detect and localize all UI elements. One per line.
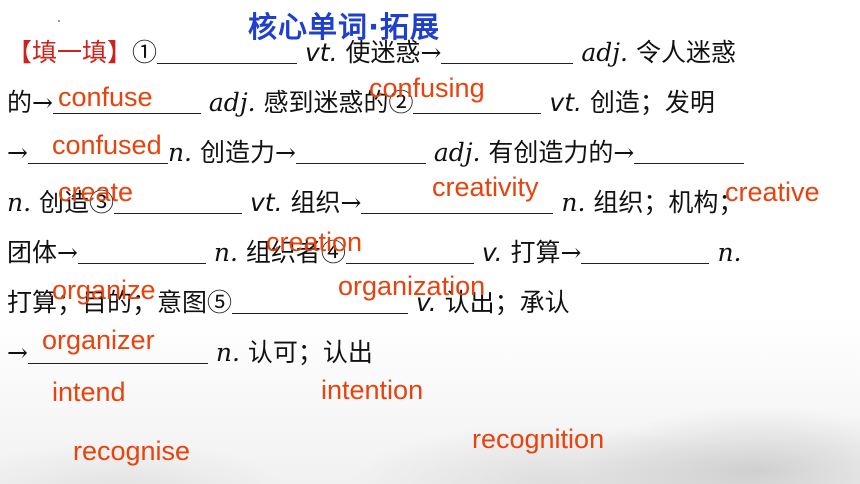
answer-confused: confused bbox=[52, 130, 162, 160]
answer-organization: organization bbox=[338, 271, 486, 301]
text-line-3: →n. 创造力→ adj. 有创造力的→ bbox=[7, 136, 745, 170]
blank-8[interactable] bbox=[114, 189, 243, 214]
answer-recognise: recognise bbox=[73, 436, 191, 466]
blank-7[interactable] bbox=[634, 139, 745, 164]
text-line-7: → n. 认可；认出 bbox=[7, 338, 373, 367]
text-line-5: 团体→ n. 组织者④ v. 打算→ n. bbox=[7, 238, 742, 267]
blank-5[interactable] bbox=[27, 139, 168, 164]
blank-1[interactable] bbox=[157, 39, 298, 64]
instruction-label: 【填一填】 bbox=[7, 38, 133, 67]
answer-recognition: recognition bbox=[472, 424, 605, 454]
blank-3[interactable] bbox=[52, 89, 201, 114]
blank-12[interactable] bbox=[581, 239, 710, 264]
answer-organizer: organizer bbox=[42, 325, 155, 355]
text-line-1: 【填一填】① vt. 使迷惑→ adj. 令人迷惑 bbox=[7, 38, 736, 67]
blank-13[interactable] bbox=[232, 289, 409, 314]
answer-creative: creative bbox=[725, 177, 820, 207]
answer-creativity: creativity bbox=[432, 172, 539, 202]
answer-organize: organize bbox=[52, 275, 156, 305]
blank-4[interactable] bbox=[413, 89, 542, 114]
text-line-4: n. 创造③ vt. 组织→ n. 组织；机构； bbox=[7, 188, 744, 217]
dot-mark bbox=[58, 20, 60, 22]
text-line-6: 打算；目的；意图⑤ v. 认出；承认 bbox=[7, 288, 570, 317]
answer-confuse: confuse bbox=[58, 82, 153, 112]
answer-confusing: confusing bbox=[369, 73, 485, 103]
blank-9[interactable] bbox=[361, 189, 554, 214]
answer-intention: intention bbox=[321, 375, 424, 405]
answer-create: create bbox=[58, 177, 134, 207]
blank-11[interactable] bbox=[345, 239, 474, 264]
blank-10[interactable] bbox=[77, 239, 206, 264]
blank-14[interactable] bbox=[27, 339, 208, 364]
answer-creation: creation bbox=[266, 227, 363, 257]
blank-2[interactable] bbox=[441, 39, 574, 64]
text-line-2: 的→ adj. 感到迷惑的② vt. 创造；发明 bbox=[7, 88, 715, 117]
blank-6[interactable] bbox=[295, 139, 426, 164]
answer-intend: intend bbox=[52, 377, 126, 407]
slide-title: 核心单词·拓展 bbox=[248, 10, 441, 44]
